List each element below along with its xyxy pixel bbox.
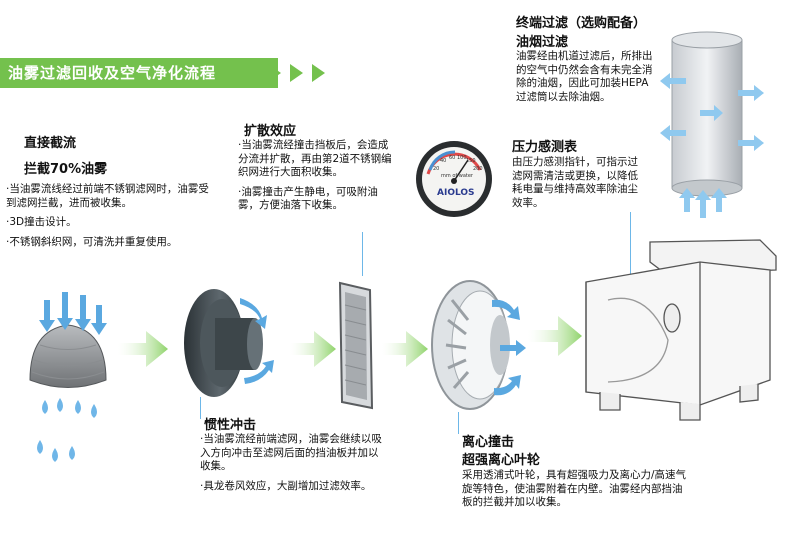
banner-chevron-icon: [290, 64, 303, 82]
stainless-mesh-filter: [29, 324, 107, 388]
machine-housing: [585, 239, 777, 421]
stage2-bullet: ·油雾撞击产生静电，可吸附油雾，方便油落下收集。: [238, 185, 378, 212]
gauge-tick: 20: [433, 166, 439, 172]
hepa-outflow-arrows: [660, 73, 764, 218]
stage1-subtitle: 拦截70%油雾: [24, 162, 108, 177]
terminal-subtitle: 油烟过滤: [516, 35, 569, 50]
stage2-bullet: ·当油雾流经撞击挡板后，会造成分流并扩散，再由第2道不锈钢编织网进行大面积收集。: [238, 139, 392, 178]
inertial-impactor: [184, 289, 263, 397]
stage3-bullet: ·具龙卷风效应，大副增加过滤效率。: [200, 479, 372, 492]
terminal-description: 油雾经由机道过滤后，所排出的空气中仍然会含有未完全消除的油烟，因此可加装HEPA…: [516, 50, 653, 103]
inflow-arrows: [39, 292, 107, 335]
stage3-leader-line: [200, 397, 201, 419]
gauge-tick: 150: [466, 158, 476, 164]
gauge-brand: AIOLOS: [437, 188, 475, 198]
stage1-title: 直接截流: [24, 136, 77, 151]
flow-title-banner: 油雾过滤回收及空气净化流程: [0, 58, 278, 88]
impeller-airflow-arrows: [492, 299, 526, 396]
gauge-tick: 100: [457, 155, 467, 161]
stage2-leader-line: [362, 232, 363, 276]
stage4-description: 采用透浦式叶轮，具有超强吸力及离心力/高速气旋等特色，使油雾附着在内壁。油雾经内…: [462, 469, 687, 508]
stage1-description: ·当油雾流线经过前端不锈钢滤网时，油雾受到滤网拦截，进而被收集。 ·3D撞击设计…: [6, 183, 218, 255]
centrifugal-impeller: [431, 280, 510, 410]
flow-arrow-icon: [382, 331, 428, 367]
gauge-unit: mm of water: [441, 173, 474, 179]
flow-arrow-icon: [118, 331, 168, 367]
banner-chevron-icon: [268, 64, 281, 82]
stainless-mesh-panel: [338, 281, 374, 410]
flow-arrow-icon: [290, 331, 336, 367]
gauge-tick: 200: [473, 166, 483, 172]
gauge-description: 由压力感测指针，可指示过滤网需清洁或更换，以降低耗电量与维持高效率除油尘效率。: [512, 156, 638, 209]
stage1-bullet: ·不锈钢斜织网，可清洗并重复使用。: [6, 235, 178, 248]
stage1-bullet: ·当油雾流线经过前端不锈钢滤网时，油雾受到滤网拦截，进而被收集。: [6, 183, 209, 209]
gauge-tick: 40: [440, 158, 446, 164]
gauge-tick: 60: [449, 155, 455, 161]
swirl-arrows: [240, 298, 274, 384]
hepa-filter-cylinder: [671, 31, 743, 197]
flow-arrow-icon: [528, 316, 582, 356]
pressure-gauge: [416, 141, 492, 217]
oil-drops: [37, 398, 97, 462]
stage4-leader-line: [458, 412, 459, 434]
stage1-bullet: ·3D撞击设计。: [6, 216, 77, 228]
stage3-title: 惯性冲击: [204, 418, 257, 433]
stage4-subtitle: 超强离心叶轮: [462, 453, 541, 468]
stage4-title: 离心撞击: [462, 435, 515, 450]
gauge-title: 压力感测表: [512, 140, 578, 155]
terminal-title: 终端过滤（选购配备）: [516, 16, 647, 31]
stage2-description: ·当油雾流经撞击挡板后，会造成分流并扩散，再由第2道不锈钢编织网进行大面积收集。…: [238, 139, 398, 219]
stage2-title: 扩散效应: [244, 124, 297, 139]
stage3-bullet: ·当油雾流经前端滤网，油雾会继续以吸入方向冲击至滤网后面的挡油板并加以收集。: [200, 433, 382, 472]
stage3-description: ·当油雾流经前端滤网，油雾会继续以吸入方向冲击至滤网后面的挡油板并加以收集。 ·…: [200, 433, 384, 499]
banner-chevron-icon: [312, 64, 325, 82]
gauge-leader-line: [630, 212, 631, 280]
gauge-ticks: 20 40 60 100 150 200 mm of water: [433, 155, 483, 179]
